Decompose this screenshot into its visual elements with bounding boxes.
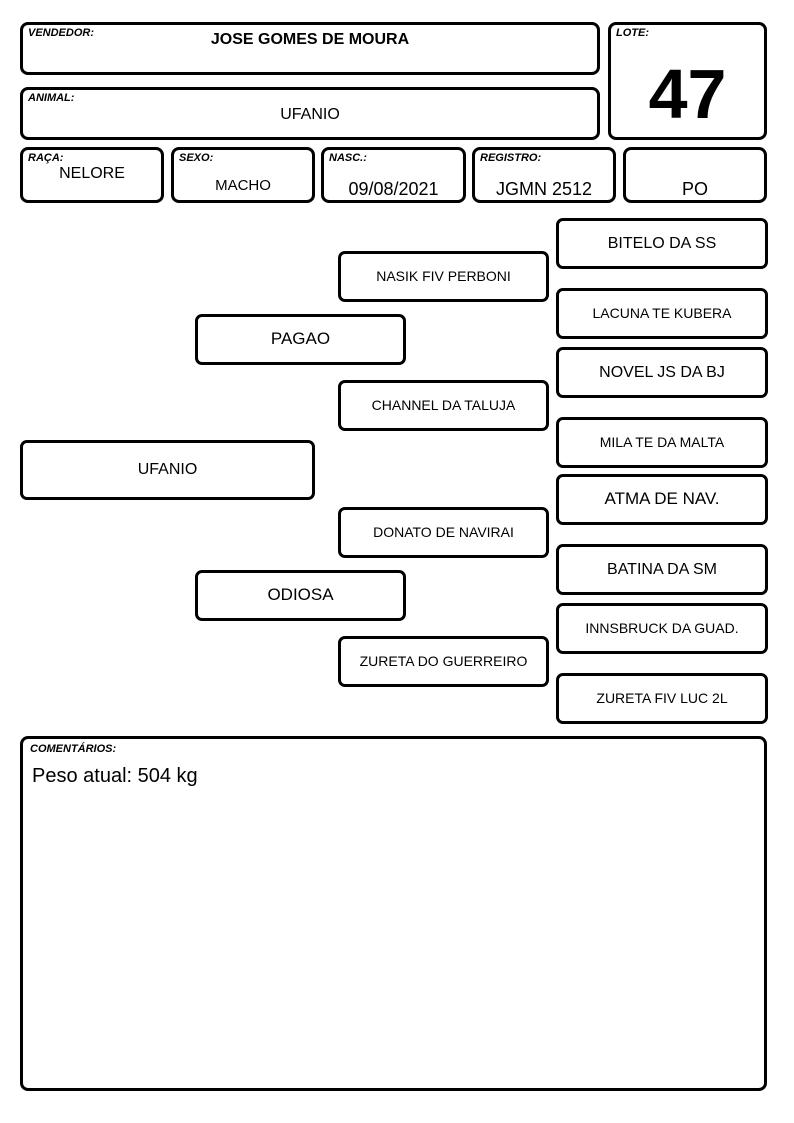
pedigree-dam-sire: DONATO DE NAVIRAI <box>338 507 549 558</box>
registro-value: JGMN 2512 <box>495 179 593 199</box>
pedigree-dam: ODIOSA <box>195 570 406 621</box>
categoria-box: PO <box>623 147 767 203</box>
vendedor-label: VENDEDOR: <box>28 27 95 39</box>
vendedor-value: JOSE GOMES DE MOURA <box>210 31 410 48</box>
pedigree-sire-dam: CHANNEL DA TALUJA <box>338 380 549 431</box>
animal-label: ANIMAL: <box>28 92 75 104</box>
categoria-value: PO <box>681 179 708 199</box>
pedigree-ggp-4: MILA TE DA MALTA <box>556 417 768 468</box>
registro-box: REGISTRO: JGMN 2512 <box>472 147 616 203</box>
pedigree-sire: PAGAO <box>195 314 406 365</box>
raca-value: NELORE <box>59 165 125 182</box>
comments-box: COMENTÁRIOS: Peso atual: 504 kg <box>20 736 767 1091</box>
vendedor-box: VENDEDOR: JOSE GOMES DE MOURA <box>20 22 600 75</box>
lote-box: LOTE: 47 <box>608 22 767 140</box>
comments-label: COMENTÁRIOS: <box>30 743 117 755</box>
pedigree-sire-sire: NASIK FIV PERBONI <box>338 251 549 302</box>
sexo-value: MACHO <box>215 177 271 194</box>
pedigree-ggp-7: INNSBRUCK DA GUAD. <box>556 603 768 654</box>
animal-box: ANIMAL: UFANIO <box>20 87 600 140</box>
lote-number: 47 <box>648 55 727 133</box>
registro-label: REGISTRO: <box>480 152 542 164</box>
nasc-box: NASC.: 09/08/2021 <box>321 147 466 203</box>
pedigree-ggp-6: BATINA DA SM <box>556 544 768 595</box>
pedigree-ggp-2: LACUNA TE KUBERA <box>556 288 768 339</box>
pedigree-ggp-3: NOVEL JS DA BJ <box>556 347 768 398</box>
pedigree-animal: UFANIO <box>20 440 315 500</box>
pedigree-ggp-8: ZURETA FIV LUC 2L <box>556 673 768 724</box>
nasc-label: NASC.: <box>329 152 367 164</box>
comments-text: Peso atual: 504 kg <box>32 765 198 787</box>
sexo-label: SEXO: <box>179 152 214 164</box>
pedigree-dam-dam: ZURETA DO GUERREIRO <box>338 636 549 687</box>
sexo-box: SEXO: MACHO <box>171 147 315 203</box>
pedigree-ggp-5: ATMA DE NAV. <box>556 474 768 525</box>
nasc-value: 09/08/2021 <box>348 179 439 199</box>
raca-box: RAÇA: NELORE <box>20 147 164 203</box>
pedigree-ggp-1: BITELO DA SS <box>556 218 768 269</box>
raca-label: RAÇA: <box>28 152 64 164</box>
lote-label: LOTE: <box>616 27 649 39</box>
animal-value: UFANIO <box>280 106 340 123</box>
